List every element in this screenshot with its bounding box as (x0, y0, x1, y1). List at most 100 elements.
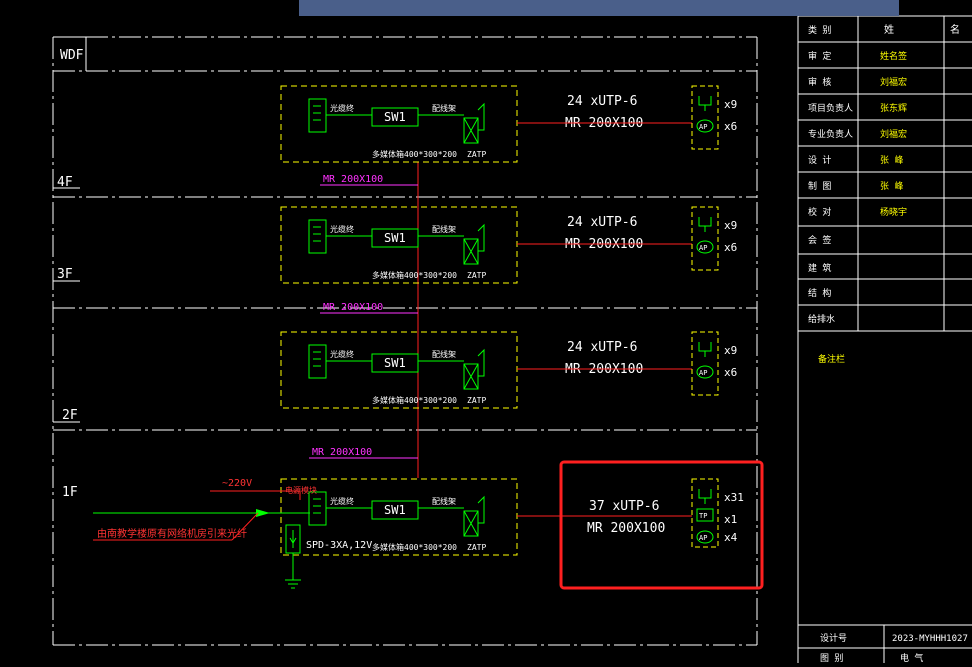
title-row-label: 类 别 (808, 24, 831, 36)
svg-text:TP: TP (699, 512, 707, 520)
data-outlet-icon (698, 342, 712, 357)
voltage-label: ~220V (222, 478, 252, 489)
distribution-cabinet (280, 206, 518, 284)
patch-panel-icon (463, 117, 479, 144)
incoming-fiber-label: 由南教学楼原有网络机房引来光纤 (97, 527, 247, 540)
patch-label: ZATP (467, 543, 486, 552)
tray-spec-label: MR 200X100 (587, 521, 665, 536)
title-row-label: 给排水 (808, 313, 835, 325)
wireless-ap-icon (696, 119, 714, 133)
signatory-name: 张 峰 (880, 155, 903, 166)
switch-label: SW1 (384, 231, 406, 245)
svg-text:名: 名 (950, 23, 960, 36)
fiber-terminal-icon (308, 491, 327, 526)
outlet-count: x9 (724, 98, 737, 111)
distribution-cabinet (280, 331, 518, 409)
patch-panel-icon (463, 510, 479, 537)
svg-text:AP: AP (699, 123, 707, 131)
top-banner (299, 0, 899, 16)
highlight-box (559, 460, 764, 590)
horizontal-cable-label: 37 xUTP-6 (589, 499, 659, 514)
cabinet-spec-label: 多媒体箱400*300*200 (372, 149, 457, 159)
distribution-cabinet (280, 478, 518, 556)
svg-text:电 气: 电 气 (900, 652, 923, 663)
patch-panel-icon (463, 363, 479, 390)
tp-count: x1 (724, 513, 737, 526)
switch-box (371, 353, 419, 373)
title-row-label: 制 图 (808, 180, 831, 192)
switch-label: SW1 (384, 110, 406, 124)
signatory-name: 刘福宏 (880, 76, 907, 88)
outlet-count: x9 (724, 344, 737, 357)
signatory-name: 杨晓宇 (880, 206, 907, 218)
fiber-terminal-icon (308, 219, 327, 254)
outlet-count: x9 (724, 219, 737, 232)
patch-panel-label: 配线架 (432, 224, 456, 234)
drawing-number: 2023-MYHHH1027 (892, 634, 968, 644)
switch-box (371, 107, 419, 127)
riser-tray-label-2f: MR 200X100 (312, 447, 372, 458)
title-row-label: 审 定 (808, 50, 831, 62)
ap-count: x4 (724, 531, 738, 544)
outlet-count: x31 (724, 491, 744, 504)
fiber-terminal-label: 光缆终 (330, 349, 354, 359)
svg-text:AP: AP (699, 244, 707, 252)
title-row-label: 设 计 (808, 154, 831, 166)
horizontal-cable-label: 24 xUTP-6 (567, 215, 637, 230)
arrow-icon (256, 509, 270, 517)
outlet-box (691, 206, 719, 271)
svg-text:姓: 姓 (884, 23, 894, 36)
surge-arrow-icon (289, 537, 297, 544)
title-row-label: 项目负责人 (808, 102, 853, 114)
spd-label: SPD-3XA,12V (306, 540, 372, 551)
patch-panel-icon (463, 238, 479, 265)
floor-frame (52, 36, 758, 646)
signatory-name: 张 峰 (880, 181, 903, 192)
patch-panel-label: 配线架 (432, 103, 456, 113)
fiber-terminal-label: 光缆终 (330, 496, 354, 506)
ap-count: x6 (724, 241, 737, 254)
data-outlet-icon (698, 489, 712, 504)
data-outlet-icon (698, 217, 712, 232)
svg-text:图 别: 图 别 (820, 653, 843, 663)
fiber-terminal-icon (308, 344, 327, 379)
tp-socket-icon (696, 508, 714, 522)
title-block: 类 别审 定姓名签审 核刘福宏项目负责人张东辉专业负责人刘福宏设 计张 峰制 图… (797, 15, 972, 664)
title-row-label: 校 对 (808, 206, 831, 218)
data-outlet-icon (698, 96, 712, 111)
floor-label-4f: 4F (57, 175, 73, 190)
outlet-box (691, 478, 719, 548)
riser-tray-label-4f: MR 200X100 (323, 174, 383, 185)
signatory-name: 刘福宏 (880, 128, 907, 140)
switch-label: SW1 (384, 356, 406, 370)
svg-text:AP: AP (699, 369, 707, 377)
switch-label: SW1 (384, 503, 406, 517)
cabinet-spec-label: 多媒体箱400*300*200 (372, 395, 457, 405)
signatory-name: 姓名签 (880, 50, 907, 62)
signatory-name: 张东辉 (880, 102, 907, 114)
floor-label-3f: 3F (57, 267, 73, 282)
title-row-label: 审 核 (808, 76, 831, 88)
outlet-box (691, 331, 719, 396)
patch-label: ZATP (467, 150, 486, 159)
patch-label: ZATP (467, 271, 486, 280)
power-module-label: 电源模块 (285, 485, 317, 495)
fiber-terminal-icon (308, 98, 327, 133)
patch-panel-label: 配线架 (432, 496, 456, 506)
ap-count: x6 (724, 120, 737, 133)
title-row-label: 建 筑 (808, 262, 831, 274)
riser-tray-label-3f: MR 200X100 (323, 302, 383, 313)
distribution-cabinet (280, 85, 518, 163)
floor-label-1f: 1F (62, 485, 78, 500)
floor-label-2f: 2F (62, 408, 78, 423)
cabinet-spec-label: 多媒体箱400*300*200 (372, 542, 457, 552)
switch-box (371, 500, 419, 520)
drawing-no-label: 设计号 (820, 632, 847, 644)
switch-box (371, 228, 419, 248)
title-row-label: 结 构 (808, 287, 831, 299)
wireless-ap-icon (696, 365, 714, 379)
